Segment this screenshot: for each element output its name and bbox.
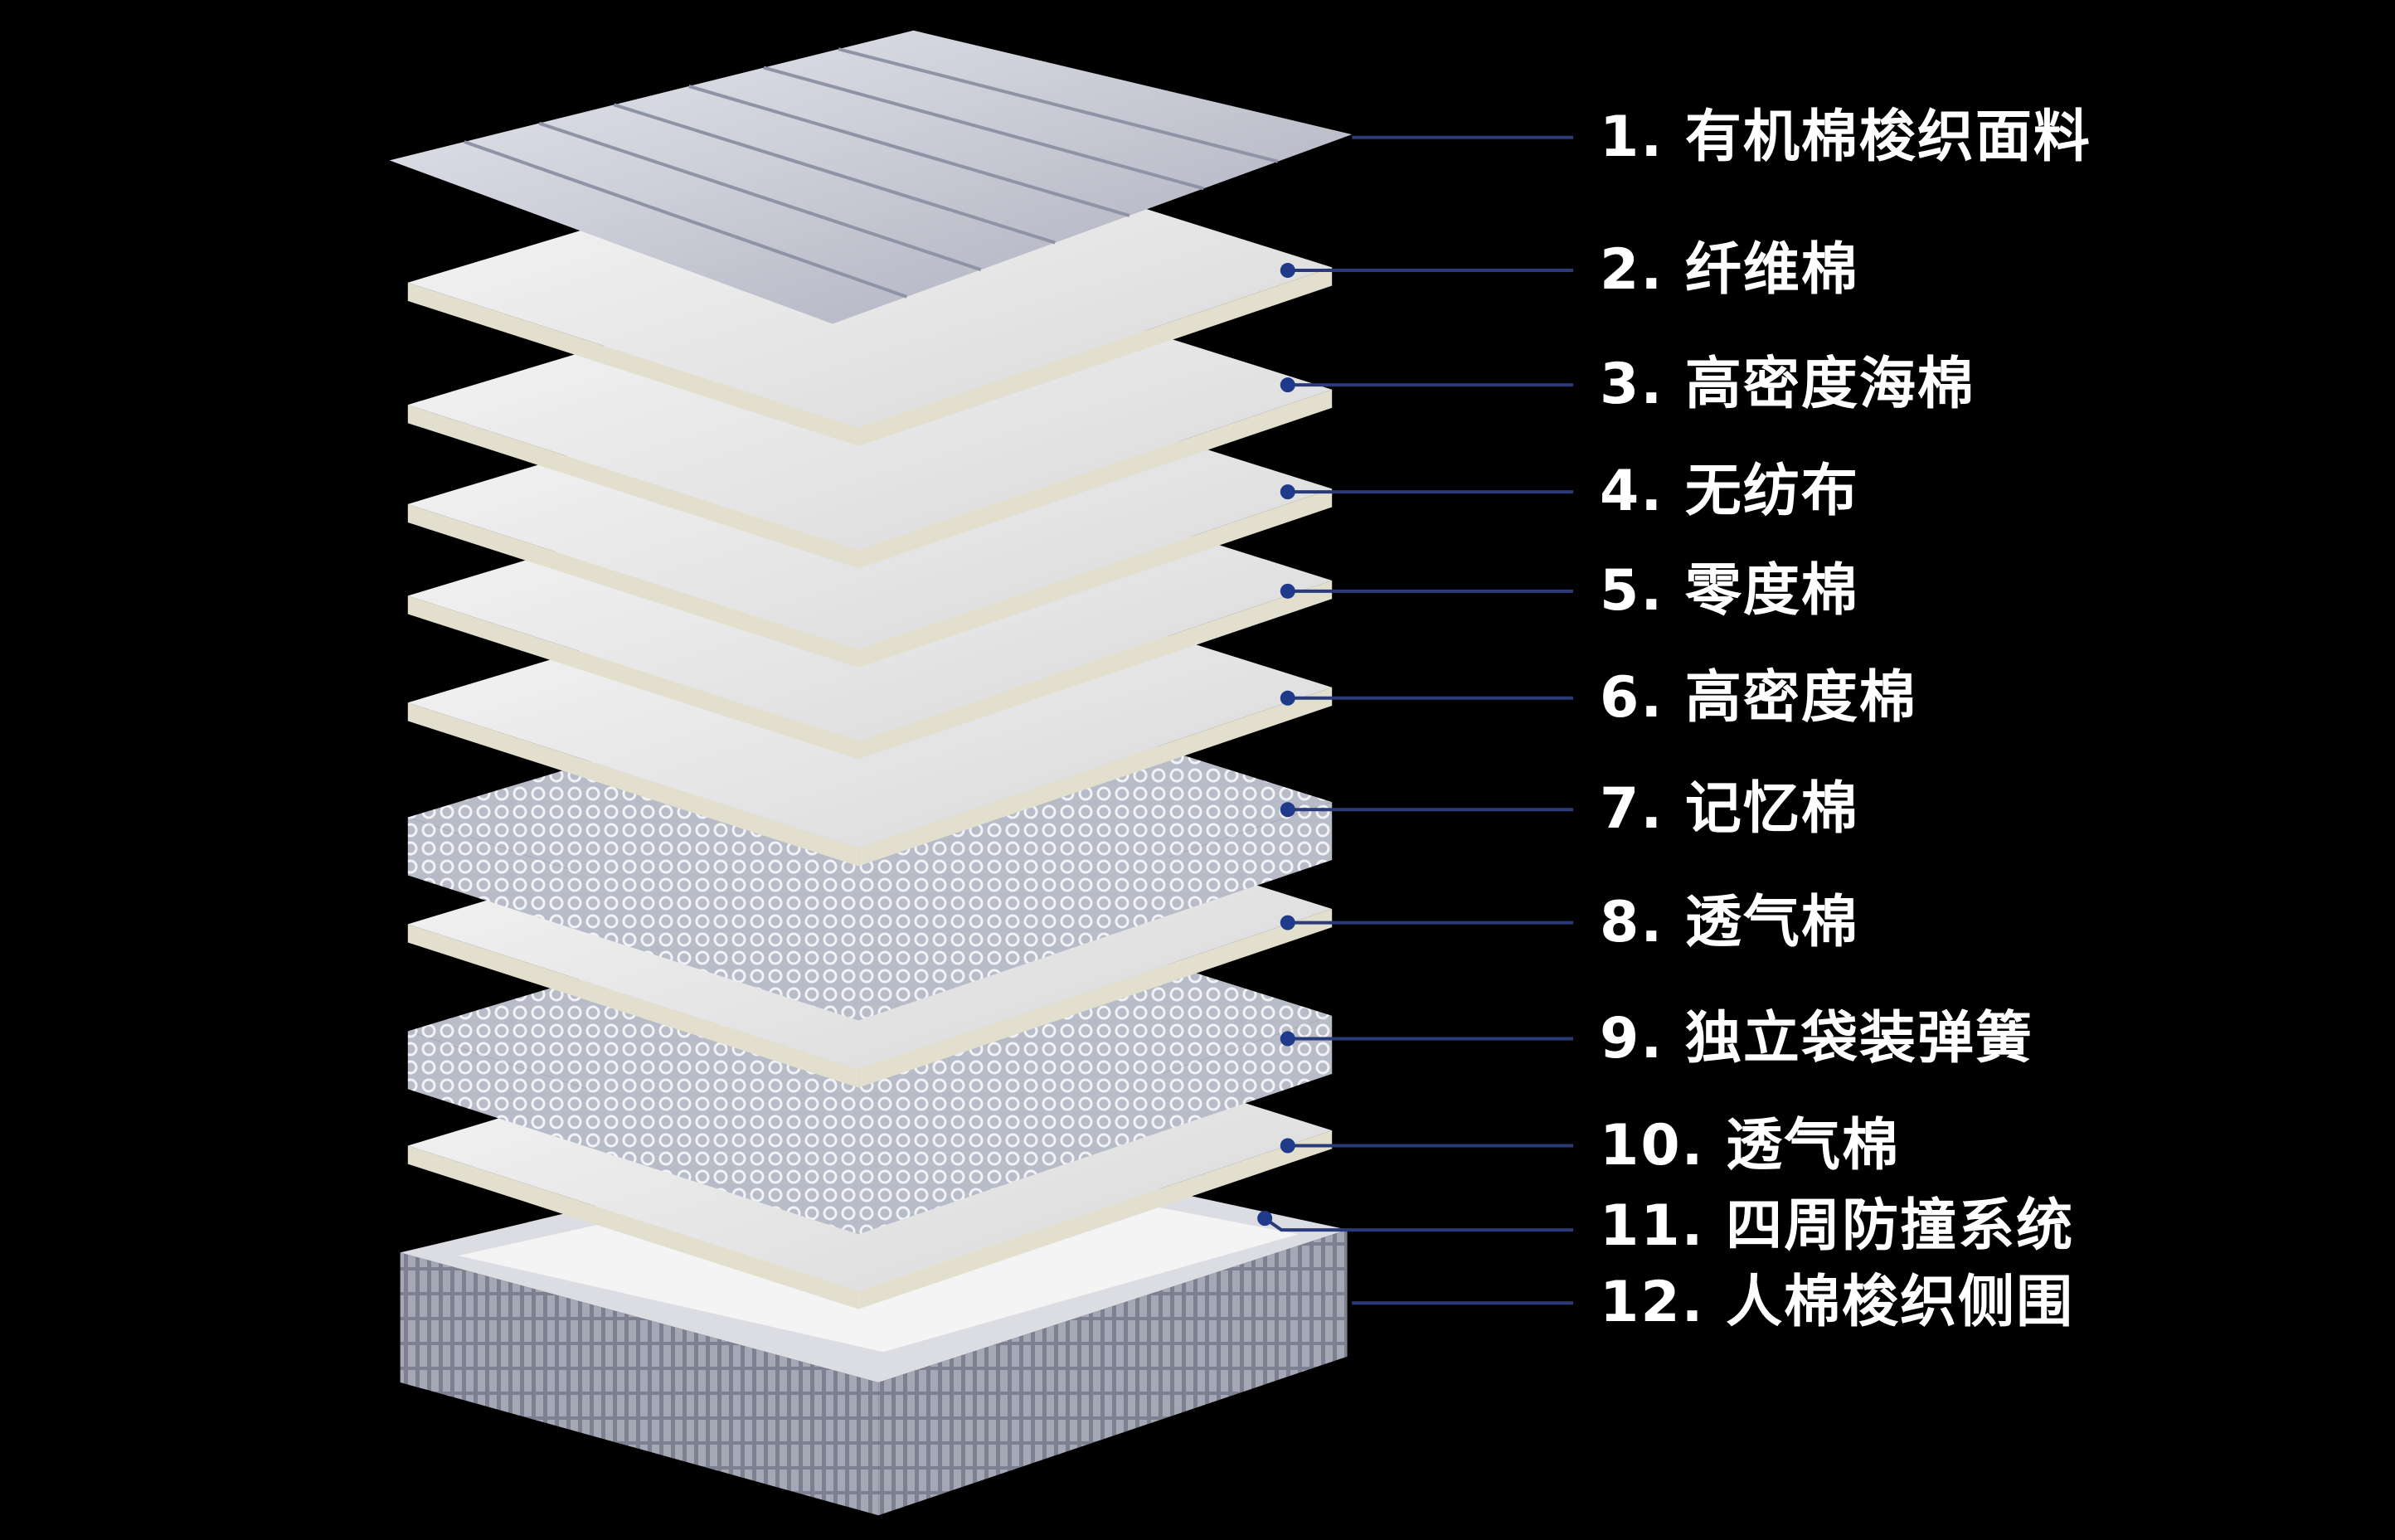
layer-8-edge-front — [407, 924, 859, 1088]
layer-label: 7. 记忆棉 — [1600, 776, 1859, 843]
layer-5-edge-front — [407, 595, 859, 760]
layer-label: 5. 零度棉 — [1600, 557, 1859, 624]
leader-dot-icon — [1257, 1211, 1273, 1227]
leader-dot-icon — [1280, 1138, 1295, 1154]
layer-7-edge-right — [858, 802, 1333, 1021]
layer-2-edge-right — [858, 267, 1333, 446]
leader-dot-icon — [1280, 377, 1295, 393]
layer-8-edge-right — [858, 909, 1333, 1088]
layer-9-edge-front — [407, 1031, 859, 1235]
layer-4-edge-front — [407, 503, 859, 668]
layer-2-edge-front — [407, 282, 859, 446]
quilt-stitch-line — [688, 85, 1130, 217]
layer-7-edge-front — [407, 817, 859, 1021]
layer-9-edge-right — [858, 1015, 1333, 1235]
layer-3-edge-front — [407, 405, 859, 569]
leader-dot-icon — [1280, 690, 1295, 706]
layer-label: 11. 四周防撞系统 — [1600, 1193, 2075, 1260]
layer-10-edge-front — [407, 1145, 859, 1309]
mattress-side-front — [400, 1252, 879, 1516]
layer-label: 9. 独立袋装弹簧 — [1600, 1005, 2033, 1071]
leader-dot-icon — [1280, 583, 1295, 599]
layer-6-edge-right — [858, 687, 1333, 867]
leader-dot-icon — [1280, 484, 1295, 500]
layer-label: 1. 有机棉梭织面料 — [1600, 104, 2091, 170]
layer-label: 10. 透气棉 — [1600, 1112, 1901, 1178]
leader-dot-icon — [1280, 1031, 1295, 1047]
quilt-stitch-line — [838, 47, 1279, 163]
layer-10-edge-right — [858, 1130, 1333, 1309]
quilt-stitch-line — [613, 103, 1056, 245]
quilt-stitch-line — [763, 66, 1204, 191]
layer-4-edge-right — [858, 488, 1333, 668]
layer-3-edge-right — [858, 389, 1333, 569]
layer-label: 8. 透气棉 — [1600, 889, 1859, 955]
layer-label: 4. 无纺布 — [1600, 459, 1859, 525]
layer-label: 12. 人棉梭织侧围 — [1600, 1270, 2075, 1336]
quilt-stitch-line — [464, 140, 908, 299]
mattress-side-right — [878, 1229, 1348, 1516]
layer-6-edge-front — [407, 702, 859, 867]
quilt-stitch-line — [538, 121, 982, 272]
leader-dot-icon — [1280, 263, 1295, 279]
layer-5-edge-right — [858, 581, 1333, 760]
leader-dot-icon — [1280, 915, 1295, 930]
leader-dot-icon — [1280, 802, 1295, 818]
layer-1-fabric — [389, 30, 1353, 324]
layer-label: 6. 高密度棉 — [1600, 664, 1917, 731]
layer-label: 2. 纤维棉 — [1600, 237, 1859, 304]
layer-label: 3. 高密度海棉 — [1600, 352, 1975, 418]
